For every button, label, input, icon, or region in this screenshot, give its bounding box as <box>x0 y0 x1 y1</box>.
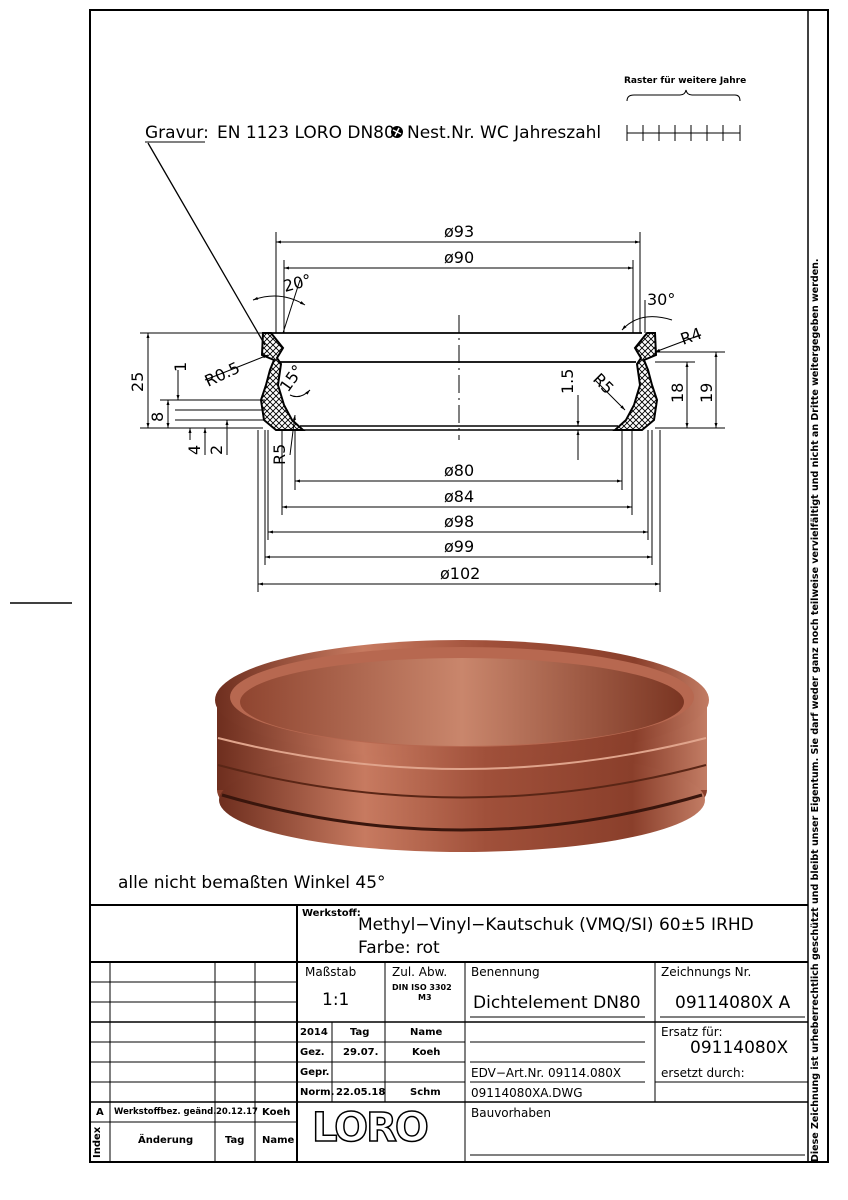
year: 2014 <box>300 1027 328 1038</box>
norm-by: Schm <box>410 1087 441 1098</box>
svg-text:ø99: ø99 <box>444 537 474 556</box>
drawing-number: 09114080X A <box>675 993 791 1013</box>
file-name: 09114080XA.DWG <box>471 1086 583 1100</box>
project-label: Bauvorhaben <box>471 1106 551 1120</box>
change-header: Änderung <box>138 1135 194 1146</box>
svg-text:19: 19 <box>697 383 716 403</box>
copyright-notice: Diese Zeichnung ist urheberrechtlich ges… <box>810 258 821 1162</box>
revision-index: A <box>96 1107 104 1118</box>
loro-logo: LORO <box>311 1104 429 1152</box>
name-label: Benennung <box>471 965 540 979</box>
color-value: Farbe: rot <box>358 938 440 958</box>
drawn-label: Gez. <box>300 1047 325 1058</box>
svg-text:2: 2 <box>207 445 226 455</box>
year-grid <box>626 125 741 141</box>
replaced-by-label: ersetzt durch: <box>661 1066 745 1080</box>
seal-3d-render <box>215 640 709 852</box>
replaces-value: 09114080X <box>690 1038 789 1058</box>
date-header: Tag <box>225 1135 245 1146</box>
drawn-date: 29.07. <box>343 1047 379 1058</box>
svg-text:EN 1123 LORO DN80: EN 1123 LORO DN80 <box>217 123 395 143</box>
svg-text:R5: R5 <box>270 444 289 465</box>
svg-text:Nest.Nr. WC Jahreszahl: Nest.Nr. WC Jahreszahl <box>407 123 601 143</box>
svg-text:ø90: ø90 <box>444 248 474 267</box>
sheet-frame <box>10 9 829 1163</box>
day-header: Tag <box>350 1027 370 1038</box>
drawn-by: Koeh <box>412 1047 441 1058</box>
name-col-header: Name <box>262 1135 295 1146</box>
general-tolerance-note: alle nicht bemaßten Winkel 45° <box>118 873 386 893</box>
norm-label: Norm. <box>300 1087 335 1098</box>
svg-text:1: 1 <box>171 362 190 372</box>
right-profile <box>612 332 659 431</box>
cross-section <box>259 315 659 440</box>
svg-text:ø102: ø102 <box>440 564 480 583</box>
brace <box>626 89 741 102</box>
svg-text:ø93: ø93 <box>444 222 474 241</box>
svg-text:30°: 30° <box>647 290 675 309</box>
edv-number: EDV−Art.Nr. 09114.080X <box>471 1066 622 1080</box>
tolerance-class: M3 <box>418 993 432 1002</box>
tolerance-label: Zul. Abw. <box>392 965 448 979</box>
part-name: Dichtelement DN80 <box>473 993 641 1013</box>
engraving-callout: Gravur: EN 1123 LORO DN80 Nest.Nr. WC Ja… <box>145 76 746 346</box>
dimension-lines <box>140 232 725 592</box>
svg-text:18: 18 <box>668 383 687 403</box>
svg-text:Raster für weitere Jahre: Raster für weitere Jahre <box>624 76 746 86</box>
revision-change: Werkstoffbez. geänd. <box>114 1107 217 1117</box>
left-profile <box>259 332 306 431</box>
checked-label: Gepr. <box>300 1067 330 1078</box>
scale-label: Maßstab <box>305 965 357 979</box>
svg-text:4: 4 <box>185 445 204 455</box>
svg-text:ø80: ø80 <box>444 461 474 480</box>
svg-text:8: 8 <box>148 412 167 422</box>
tolerance-standard: DIN ISO 3302 <box>392 983 452 992</box>
svg-text:25: 25 <box>128 372 147 392</box>
svg-text:ø98: ø98 <box>444 512 474 531</box>
norm-date: 22.05.18 <box>336 1087 386 1098</box>
revision-name: Koeh <box>262 1107 291 1118</box>
svg-text:ø84: ø84 <box>444 487 474 506</box>
scale-value: 1:1 <box>322 990 350 1010</box>
revision-date: 20.12.17 <box>216 1107 258 1117</box>
drawing-number-label: Zeichnungs Nr. <box>661 965 752 979</box>
material-value: Methyl−Vinyl−Kautschuk (VMQ/SI) 60±5 IRH… <box>358 915 754 935</box>
name-header: Name <box>410 1027 443 1038</box>
svg-text:Gravur:: Gravur: <box>145 123 209 143</box>
replaces-label: Ersatz für: <box>661 1025 723 1039</box>
material-label: Werkstoff: <box>302 908 361 919</box>
svg-text:1.5: 1.5 <box>558 369 577 394</box>
index-header: Index <box>92 1126 103 1158</box>
